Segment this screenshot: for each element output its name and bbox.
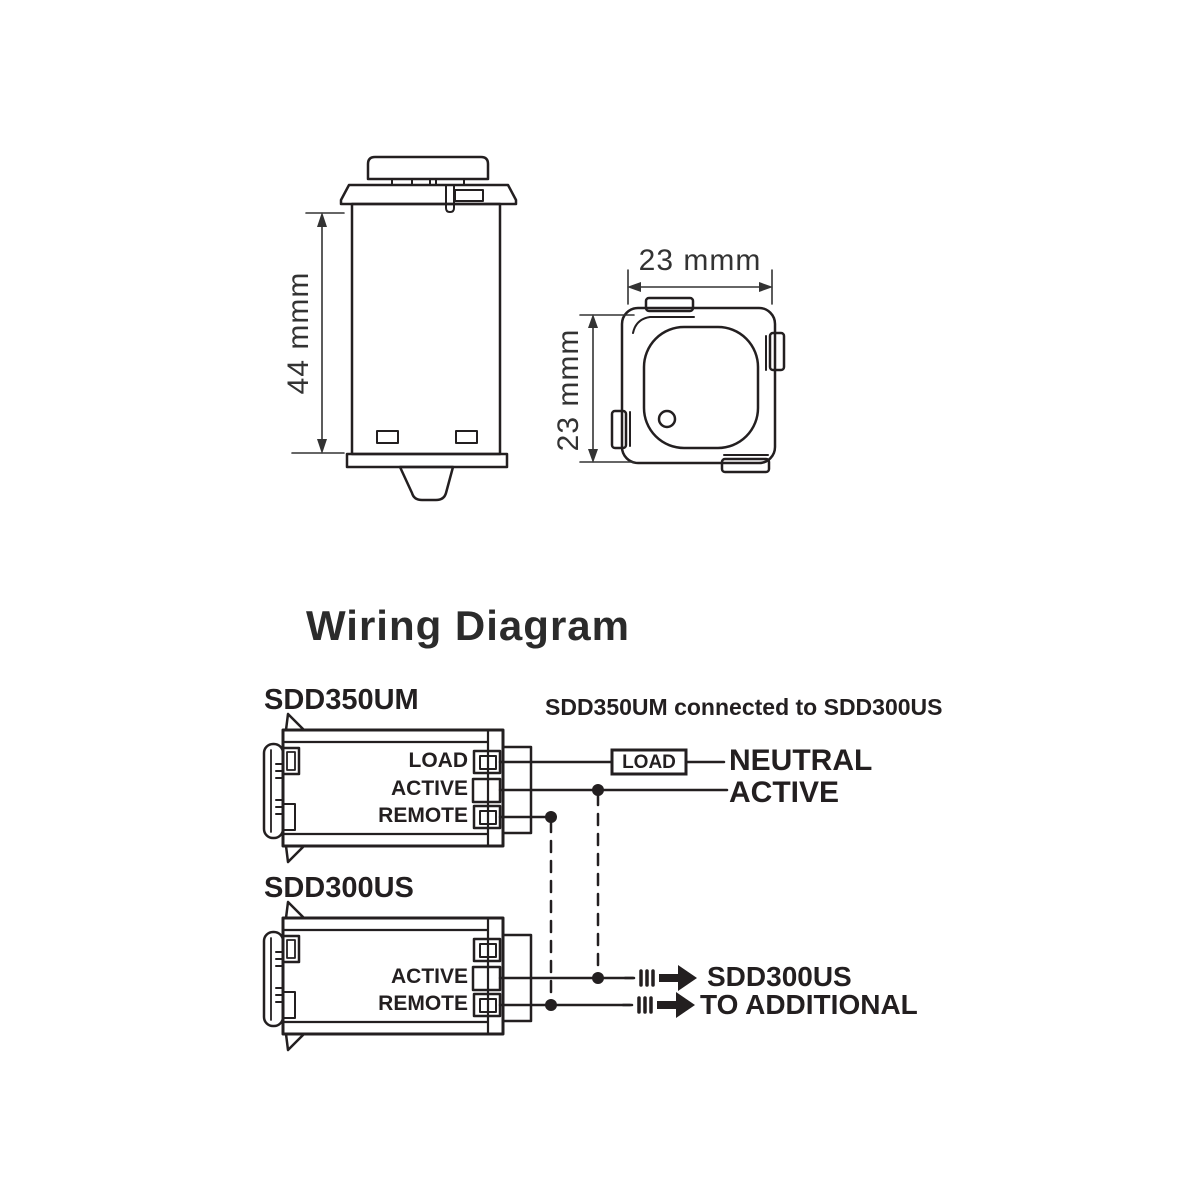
mount-bracket-bottom bbox=[282, 991, 296, 1019]
terminal-label-remote-b: REMOTE bbox=[378, 992, 468, 1015]
terminal-unlabeled bbox=[472, 937, 502, 963]
sdd350um-drawing bbox=[262, 712, 533, 864]
device-body-outline bbox=[350, 202, 502, 456]
corner-fold-bottom bbox=[284, 844, 306, 864]
output-label-line2: TO ADDITIONAL bbox=[700, 989, 918, 1020]
junction-dot-active-bottom bbox=[592, 972, 604, 984]
height-arrow-down bbox=[588, 449, 598, 463]
output-arrows bbox=[621, 965, 697, 1018]
body-inner-lines bbox=[281, 728, 490, 848]
top-view-outer-case bbox=[620, 306, 777, 465]
top-view-dial-button bbox=[642, 325, 760, 450]
junction-dot-active-top bbox=[592, 784, 604, 796]
top-view-drawing bbox=[610, 296, 786, 474]
neutral-label: NEUTRAL bbox=[729, 744, 873, 777]
sdd300us-drawing bbox=[262, 900, 533, 1052]
flange-notch bbox=[454, 189, 484, 202]
terminal-active bbox=[471, 777, 502, 804]
top-view-width-dimension-label: 23 mmm bbox=[638, 244, 762, 277]
terminal-label-active-b: ACTIVE bbox=[390, 965, 468, 988]
clip-tab-left bbox=[610, 409, 628, 450]
bottom-band bbox=[345, 452, 509, 469]
dimension-arrow-up bbox=[317, 212, 327, 227]
clip-tab-bottom bbox=[720, 457, 771, 474]
terminal-load-inner bbox=[479, 755, 497, 770]
arrow-hatch-2 bbox=[637, 996, 653, 1014]
top-view-dimensions bbox=[579, 269, 773, 463]
right-arrow-icon-1 bbox=[659, 965, 697, 991]
terminal-label-active: ACTIVE bbox=[390, 777, 468, 800]
terminal-unlabeled-inner bbox=[479, 943, 497, 958]
width-arrow-right bbox=[759, 282, 773, 292]
output-label-line1: SDD300US bbox=[707, 961, 852, 992]
junction-dot-remote-top bbox=[545, 811, 557, 823]
right-arrow-icon-2 bbox=[657, 992, 695, 1018]
clip-tab-top bbox=[644, 296, 695, 313]
mount-bracket-top bbox=[281, 934, 301, 964]
device-sdd300us-name: SDD300US bbox=[264, 872, 414, 904]
flange-center-tab bbox=[445, 184, 455, 213]
mount-bracket-top-inner bbox=[286, 751, 296, 771]
load-box-label: LOAD bbox=[622, 752, 676, 773]
wiring-diagram-title: Wiring Diagram bbox=[306, 602, 630, 649]
terminal-remote-inner bbox=[479, 810, 497, 825]
terminal-label-remote: REMOTE bbox=[378, 804, 468, 827]
side-view-dimension bbox=[291, 212, 345, 454]
height-arrow-up bbox=[588, 314, 598, 328]
corner-fold-bottom bbox=[284, 1032, 306, 1052]
body-slot-right bbox=[455, 430, 478, 444]
top-view-height-dimension-label: 23 mmm bbox=[552, 328, 585, 452]
terminal-remote-inner bbox=[479, 998, 497, 1013]
wiring-connections bbox=[498, 748, 729, 1011]
load-box-outline bbox=[610, 748, 688, 776]
clip-tab-right bbox=[768, 331, 786, 372]
side-view-height-dimension-label: 44 mmm bbox=[282, 271, 315, 395]
dial-cap-outline bbox=[366, 155, 490, 181]
clip-hook-top-left bbox=[632, 316, 695, 334]
body-inner-lines bbox=[281, 916, 490, 1036]
terminal-label-load: LOAD bbox=[408, 749, 469, 772]
body-slot-left bbox=[376, 430, 399, 444]
dimension-arrow-down bbox=[317, 439, 327, 454]
terminal-active bbox=[471, 965, 502, 992]
side-view-drawing bbox=[339, 155, 518, 502]
wheel-teeth bbox=[275, 763, 284, 815]
cap-feet-ticks bbox=[391, 178, 465, 186]
junction-dot-remote-bottom bbox=[545, 999, 557, 1011]
side-dial-wheel bbox=[262, 742, 285, 840]
bottom-spigot bbox=[398, 465, 455, 502]
mount-bracket-bottom bbox=[282, 803, 296, 831]
mount-bracket-top-inner bbox=[286, 939, 296, 959]
width-arrow-left bbox=[627, 282, 641, 292]
device-sdd350um-name: SDD350UM bbox=[264, 684, 419, 716]
top-flange-outline bbox=[339, 183, 518, 206]
wheel-teeth bbox=[275, 951, 284, 1003]
mount-bracket-top bbox=[281, 746, 301, 776]
active-label: ACTIVE bbox=[729, 776, 840, 809]
arrow-hatch-1 bbox=[639, 969, 655, 987]
side-dial-wheel bbox=[262, 930, 285, 1028]
dial-indicator-dot bbox=[657, 409, 677, 429]
wiring-diagram-subtitle: SDD350UM connected to SDD300US bbox=[545, 694, 943, 720]
